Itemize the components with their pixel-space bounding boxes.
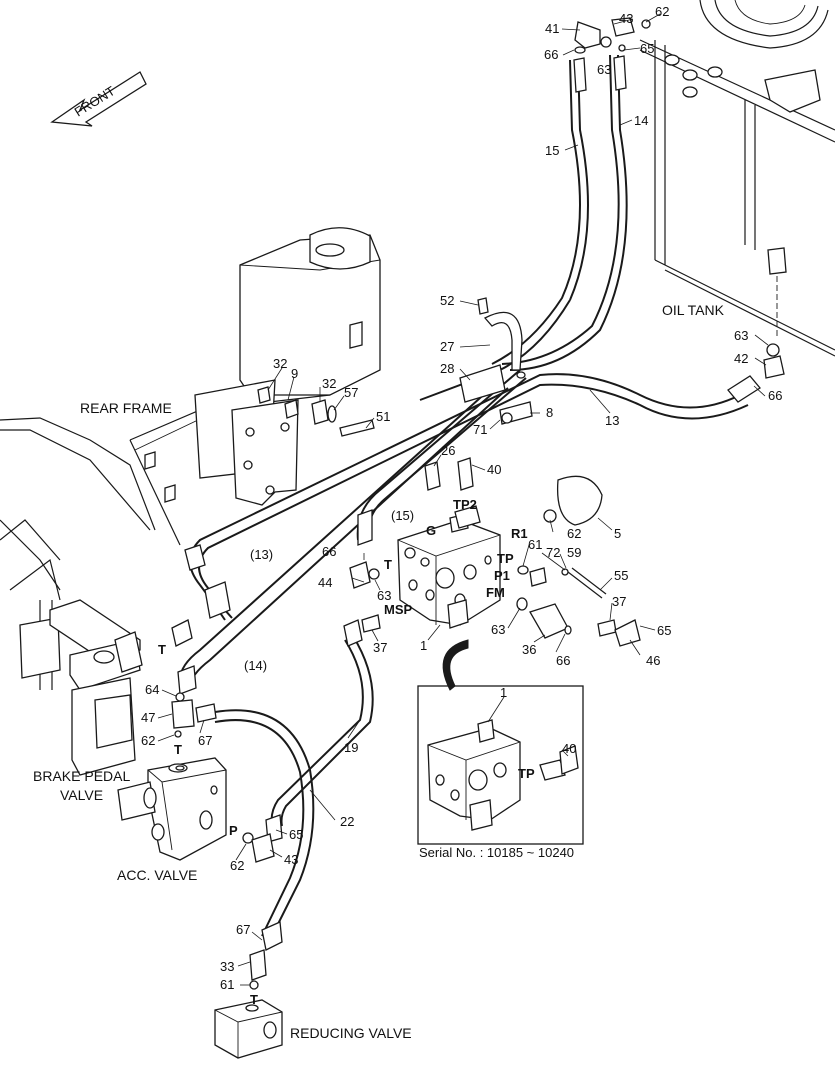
- reducing-valve-label: REDUCING VALVE: [290, 1025, 412, 1041]
- brake-pedal-valve: [49, 599, 143, 776]
- callout-37-right: 37: [612, 594, 626, 609]
- detail-inset: [417, 685, 584, 845]
- callout-41: 41: [545, 21, 559, 36]
- callout-62-top: 62: [655, 4, 669, 19]
- port-tp: TP: [497, 551, 514, 566]
- port-r1: R1: [511, 526, 528, 541]
- port-t-pedal: T: [158, 642, 166, 657]
- port-p-acc: P: [229, 823, 238, 838]
- callout-40: 40: [487, 462, 501, 477]
- callout-51: 51: [376, 409, 390, 424]
- callout-26: 26: [441, 443, 455, 458]
- callout-62-low: 62: [230, 858, 244, 873]
- callout-19: 19: [344, 740, 358, 755]
- callout-13-paren: (13): [250, 547, 273, 562]
- callout-1-detail: 1: [500, 685, 507, 700]
- port-labels: T G TP2 R1 TP P1 FM MSP T T P T TP: [158, 497, 535, 1007]
- callout-22: 22: [340, 814, 354, 829]
- callout-28: 28: [440, 361, 454, 376]
- callout-8: 8: [546, 405, 553, 420]
- reducing-valve: [214, 999, 283, 1059]
- callout-32-a: 32: [273, 356, 287, 371]
- leader-lines: [157, 13, 769, 986]
- callout-47: 47: [141, 710, 155, 725]
- port-tp2: TP2: [453, 497, 477, 512]
- area-labels: REAR FRAME OIL TANK BRAKE PEDAL VALVE AC…: [33, 302, 725, 1041]
- detail-pointer-arrow: [442, 639, 469, 691]
- callout-32-b: 32: [322, 376, 336, 391]
- port-t-acc: T: [174, 742, 182, 757]
- callout-65-top: 65: [640, 41, 654, 56]
- callout-66-left: 66: [322, 544, 336, 559]
- callout-44: 44: [318, 575, 332, 590]
- oil-tank-frame: [639, 0, 835, 357]
- callout-1: 1: [420, 638, 427, 653]
- port-fm: FM: [486, 585, 505, 600]
- callout-71: 71: [473, 422, 487, 437]
- callout-37: 37: [373, 640, 387, 655]
- callout-62-pedal: 62: [141, 733, 155, 748]
- port-g: G: [426, 523, 436, 538]
- front-arrow-icon: FRONT: [50, 71, 147, 127]
- callout-57: 57: [344, 385, 358, 400]
- callout-63-top: 63: [597, 62, 611, 77]
- callout-63-left: 63: [377, 588, 391, 603]
- port-p1: P1: [494, 568, 510, 583]
- callout-42: 42: [734, 351, 748, 366]
- callout-14-paren: (14): [244, 658, 267, 673]
- callout-65-low: 65: [289, 827, 303, 842]
- callout-63-right: 63: [734, 328, 748, 343]
- callout-66-top: 66: [544, 47, 558, 62]
- port-tp-detail: TP: [518, 766, 535, 781]
- callout-63-mid: 63: [491, 622, 505, 637]
- rear-frame-label: REAR FRAME: [80, 400, 172, 416]
- brake-pedal-label: BRAKE PEDAL: [33, 768, 130, 784]
- callout-64: 64: [145, 682, 159, 697]
- main-valve-block: [397, 513, 501, 629]
- acc-valve-label: ACC. VALVE: [117, 867, 197, 883]
- callout-67: 67: [198, 733, 212, 748]
- callout-67-low: 67: [236, 922, 250, 937]
- callout-9: 9: [291, 366, 298, 381]
- callout-13: 13: [605, 413, 619, 428]
- callout-40-detail: 40: [562, 741, 576, 756]
- callout-66-mid: 66: [556, 653, 570, 668]
- callout-61: 61: [528, 537, 542, 552]
- callout-52: 52: [440, 293, 454, 308]
- port-msp: MSP: [384, 602, 413, 617]
- callout-15: 15: [545, 143, 559, 158]
- serial-note: Serial No. : 10185 ~ 10240: [419, 845, 574, 860]
- callout-61-low: 61: [220, 977, 234, 992]
- callout-46: 46: [646, 653, 660, 668]
- brake-valve-label: VALVE: [60, 787, 103, 803]
- callout-72: 72: [546, 545, 560, 560]
- callout-55: 55: [614, 568, 628, 583]
- port-t-reducing: T: [250, 992, 258, 1007]
- callout-numbers: 41 43 62 66 63 65 14 15 52 27 28 8 71 13…: [141, 4, 782, 992]
- callout-14: 14: [634, 113, 648, 128]
- callout-15-paren: (15): [391, 508, 414, 523]
- callout-27: 27: [440, 339, 454, 354]
- callout-33: 33: [220, 959, 234, 974]
- callout-5: 5: [614, 526, 621, 541]
- callout-65-right: 65: [657, 623, 671, 638]
- fittings: [171, 17, 785, 990]
- acc-valve: [117, 757, 227, 861]
- callout-36: 36: [522, 642, 536, 657]
- port-t-left: T: [384, 557, 392, 572]
- oil-tank-label: OIL TANK: [662, 302, 725, 318]
- callout-43-low: 43: [284, 852, 298, 867]
- callout-66-right: 66: [768, 388, 782, 403]
- callout-43-top: 43: [619, 11, 633, 26]
- callout-59: 59: [567, 545, 581, 560]
- rear-frame-block: [0, 227, 381, 690]
- callout-62-acc: 62: [567, 526, 581, 541]
